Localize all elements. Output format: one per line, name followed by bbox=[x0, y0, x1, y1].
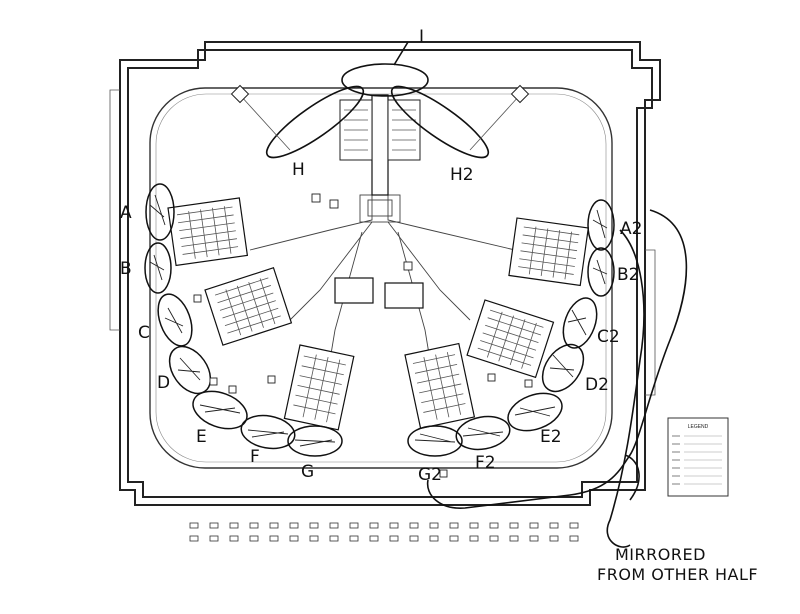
light-zone-c2 bbox=[562, 297, 598, 349]
centre-platform-right bbox=[384, 282, 424, 309]
seating-block-left-low bbox=[283, 344, 355, 431]
legend-title: LEGEND bbox=[688, 424, 709, 430]
label-e2: E2 bbox=[540, 427, 562, 447]
label-a2: A2 bbox=[620, 219, 642, 239]
light-zone-h2 bbox=[390, 85, 490, 159]
seating-block-right-top bbox=[508, 217, 589, 287]
label-c2: C2 bbox=[597, 327, 620, 347]
light-zone-b2 bbox=[587, 247, 615, 297]
label-f2: F2 bbox=[475, 453, 496, 473]
light-zone-g2 bbox=[407, 425, 463, 457]
bottom-fixture-row bbox=[189, 522, 579, 542]
label-g: G bbox=[301, 462, 314, 482]
light-zone-b bbox=[144, 242, 172, 294]
light-zone-c bbox=[157, 293, 193, 347]
label-c: C bbox=[138, 323, 150, 343]
light-zone-a bbox=[145, 183, 175, 241]
seating-block-left-top bbox=[167, 197, 249, 267]
legend: LEGEND bbox=[667, 417, 729, 497]
light-zone-f2 bbox=[455, 415, 511, 451]
seating-block-left-mid bbox=[204, 266, 293, 346]
building-walls bbox=[109, 41, 661, 506]
fixture-scribbles bbox=[149, 194, 608, 447]
label-e: E bbox=[196, 427, 207, 447]
seating-block-right-low bbox=[404, 342, 476, 430]
label-f: F bbox=[250, 447, 260, 467]
label-h2: H2 bbox=[450, 165, 474, 185]
light-zone-g bbox=[287, 425, 343, 457]
mirror-annotation-line bbox=[426, 209, 688, 509]
mirror-note-line1: MIRRORED bbox=[615, 545, 706, 564]
label-a: A bbox=[120, 203, 132, 223]
label-b: B bbox=[120, 259, 132, 279]
light-zone-h bbox=[265, 85, 365, 159]
centre-platform-left bbox=[334, 277, 374, 304]
label-i: I bbox=[419, 27, 424, 47]
seating-block-right-mid bbox=[466, 299, 555, 379]
label-d: D bbox=[157, 373, 170, 393]
stage-floor bbox=[149, 87, 613, 469]
lighting-truss bbox=[230, 63, 530, 196]
label-h: H bbox=[292, 160, 305, 180]
mirror-note-line2: FROM OTHER HALF bbox=[597, 565, 758, 584]
light-zones bbox=[144, 183, 615, 457]
label-b2: B2 bbox=[617, 265, 639, 285]
light-zone-e2 bbox=[507, 392, 563, 432]
light-zone-d2 bbox=[541, 343, 585, 393]
light-zone-a2 bbox=[587, 199, 615, 251]
label-d2: D2 bbox=[585, 375, 609, 395]
seating-blocks bbox=[167, 197, 589, 431]
label-g2: G2 bbox=[418, 465, 442, 485]
light-zone-f bbox=[240, 414, 296, 450]
light-zone-i bbox=[341, 63, 429, 97]
zone-labels: I H H2 A B C D E F G A2 B2 C2 D2 E2 F2 G… bbox=[120, 27, 642, 485]
floor-fixtures bbox=[193, 193, 533, 478]
